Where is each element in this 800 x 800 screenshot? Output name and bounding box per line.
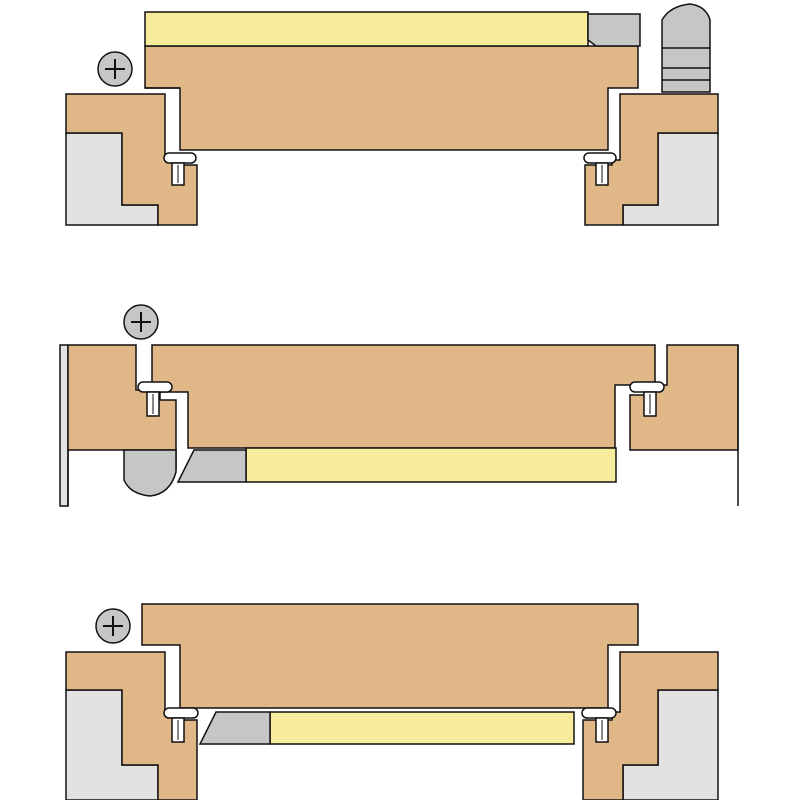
- glazing-bar: [245, 447, 617, 483]
- glazing-bar: [269, 711, 575, 745]
- hinge-icon: [661, 3, 711, 93]
- door-leaf: [141, 603, 639, 709]
- hinge-icon: [123, 449, 177, 497]
- gasket-icon: [137, 381, 173, 417]
- section-2: [59, 304, 739, 507]
- gasket-icon: [163, 152, 197, 186]
- gasket-icon: [629, 381, 665, 417]
- glazing-bar: [144, 11, 589, 47]
- hardware-block: [176, 449, 247, 483]
- door-leaf: [144, 45, 639, 151]
- hardware-block: [198, 711, 271, 745]
- plus-icon: [97, 51, 133, 87]
- plus-icon: [95, 608, 131, 644]
- gasket-icon: [163, 707, 199, 743]
- hardware-block: [587, 13, 641, 47]
- section-1: [65, 3, 719, 226]
- section-3: [65, 603, 719, 800]
- gasket-icon: [581, 707, 617, 743]
- frame-left: [67, 344, 177, 451]
- wall-left: [59, 344, 69, 507]
- gasket-icon: [583, 152, 617, 186]
- door-leaf: [151, 344, 656, 449]
- plus-icon: [123, 304, 159, 340]
